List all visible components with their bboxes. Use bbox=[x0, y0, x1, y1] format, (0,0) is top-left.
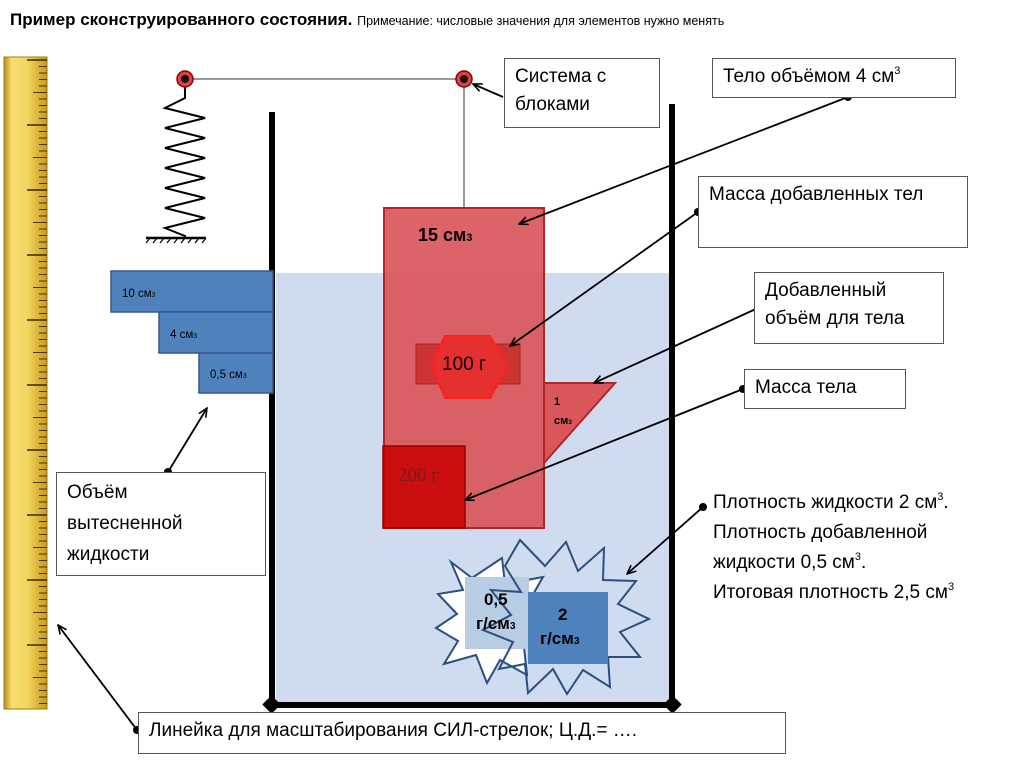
arrow-added-mass bbox=[510, 211, 699, 346]
callout-added-volume: Добавленный объём для тела bbox=[754, 272, 944, 344]
callout-ruler: Линейка для масштабирования СИЛ-стрелок;… bbox=[138, 712, 786, 754]
density-burst-left bbox=[434, 556, 561, 686]
added-volume-label: 1 см3 bbox=[554, 396, 572, 427]
pointer-arrows bbox=[58, 84, 849, 731]
density-burst-right bbox=[480, 538, 652, 696]
container-corner-left bbox=[262, 695, 281, 714]
block-10-label: 10 см3 bbox=[122, 288, 156, 300]
pulley-system bbox=[176, 70, 473, 208]
page-title: Пример сконструированного состояния. При… bbox=[10, 10, 724, 30]
arrow-density bbox=[627, 506, 704, 574]
ruler bbox=[3, 56, 48, 710]
added-mass-hexagon bbox=[429, 335, 510, 399]
body-volume-label: 15 см3 bbox=[418, 225, 473, 245]
container-corner-right bbox=[663, 695, 682, 714]
block-05-label: 0,5 см3 bbox=[210, 369, 247, 381]
arrow-added-volume bbox=[594, 307, 759, 383]
arrow-displaced bbox=[167, 408, 207, 473]
title-main: Пример сконструированного состояния. bbox=[10, 10, 353, 29]
block-4-label: 4 см3 bbox=[170, 329, 198, 341]
arrow-pulleys bbox=[473, 84, 504, 98]
added-mass-label: 100 г bbox=[442, 354, 486, 375]
title-note: Примечание: числовые значения для элемен… bbox=[357, 14, 725, 28]
displaced-volume-blocks bbox=[110, 270, 274, 394]
density-added-label: 0,5 г/см3 bbox=[476, 590, 516, 633]
spring bbox=[145, 87, 207, 244]
callout-density: Плотность жидкости 2 см3. Плотность доба… bbox=[713, 491, 955, 604]
callout-pulleys: Система с блоками bbox=[504, 58, 660, 128]
body-mass-block bbox=[382, 445, 466, 529]
ruler-ticks bbox=[27, 59, 47, 704]
density-liquid-label: 2 г/см3 bbox=[540, 605, 580, 648]
callout-body-mass: Масса тела bbox=[744, 369, 906, 409]
added-volume-triangle bbox=[543, 382, 618, 466]
arrow-body-mass bbox=[465, 388, 744, 500]
callout-body-volume: Тело объёмом 4 см3 bbox=[712, 58, 956, 98]
block-05 bbox=[198, 352, 274, 394]
body-mass-label: 200 г bbox=[398, 465, 440, 486]
density-liquid-box bbox=[528, 592, 608, 664]
container bbox=[269, 104, 675, 708]
callout-added-bodies-mass: Масса добавленных тел bbox=[698, 176, 968, 248]
body bbox=[382, 207, 618, 529]
arrow-ruler bbox=[58, 625, 138, 731]
arrow-body-volume bbox=[519, 96, 849, 224]
callout-displaced-volume: Объём вытесненной жидкости bbox=[56, 472, 266, 576]
